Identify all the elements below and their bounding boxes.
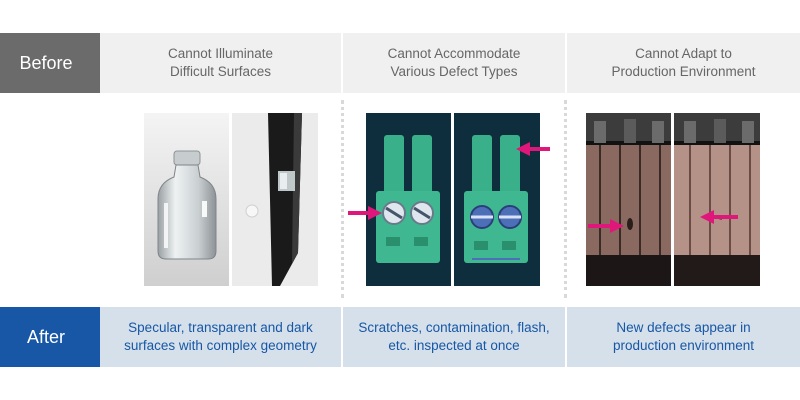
green-terminal-block-defect-photo — [454, 113, 540, 286]
glass-vial-photo — [144, 113, 229, 286]
before-label: Before — [0, 33, 110, 93]
green-terminal-block-photo — [366, 113, 451, 286]
motor-commutator-defect-photo — [674, 113, 760, 286]
motor-commutator-photo — [586, 113, 671, 286]
column-divider — [564, 100, 567, 298]
after-label: After — [0, 307, 110, 367]
column-divider — [341, 100, 344, 298]
black-plastic-part-photo — [232, 113, 318, 286]
after-caption-2: Scratches, contamination, flash,etc. ins… — [343, 307, 565, 367]
